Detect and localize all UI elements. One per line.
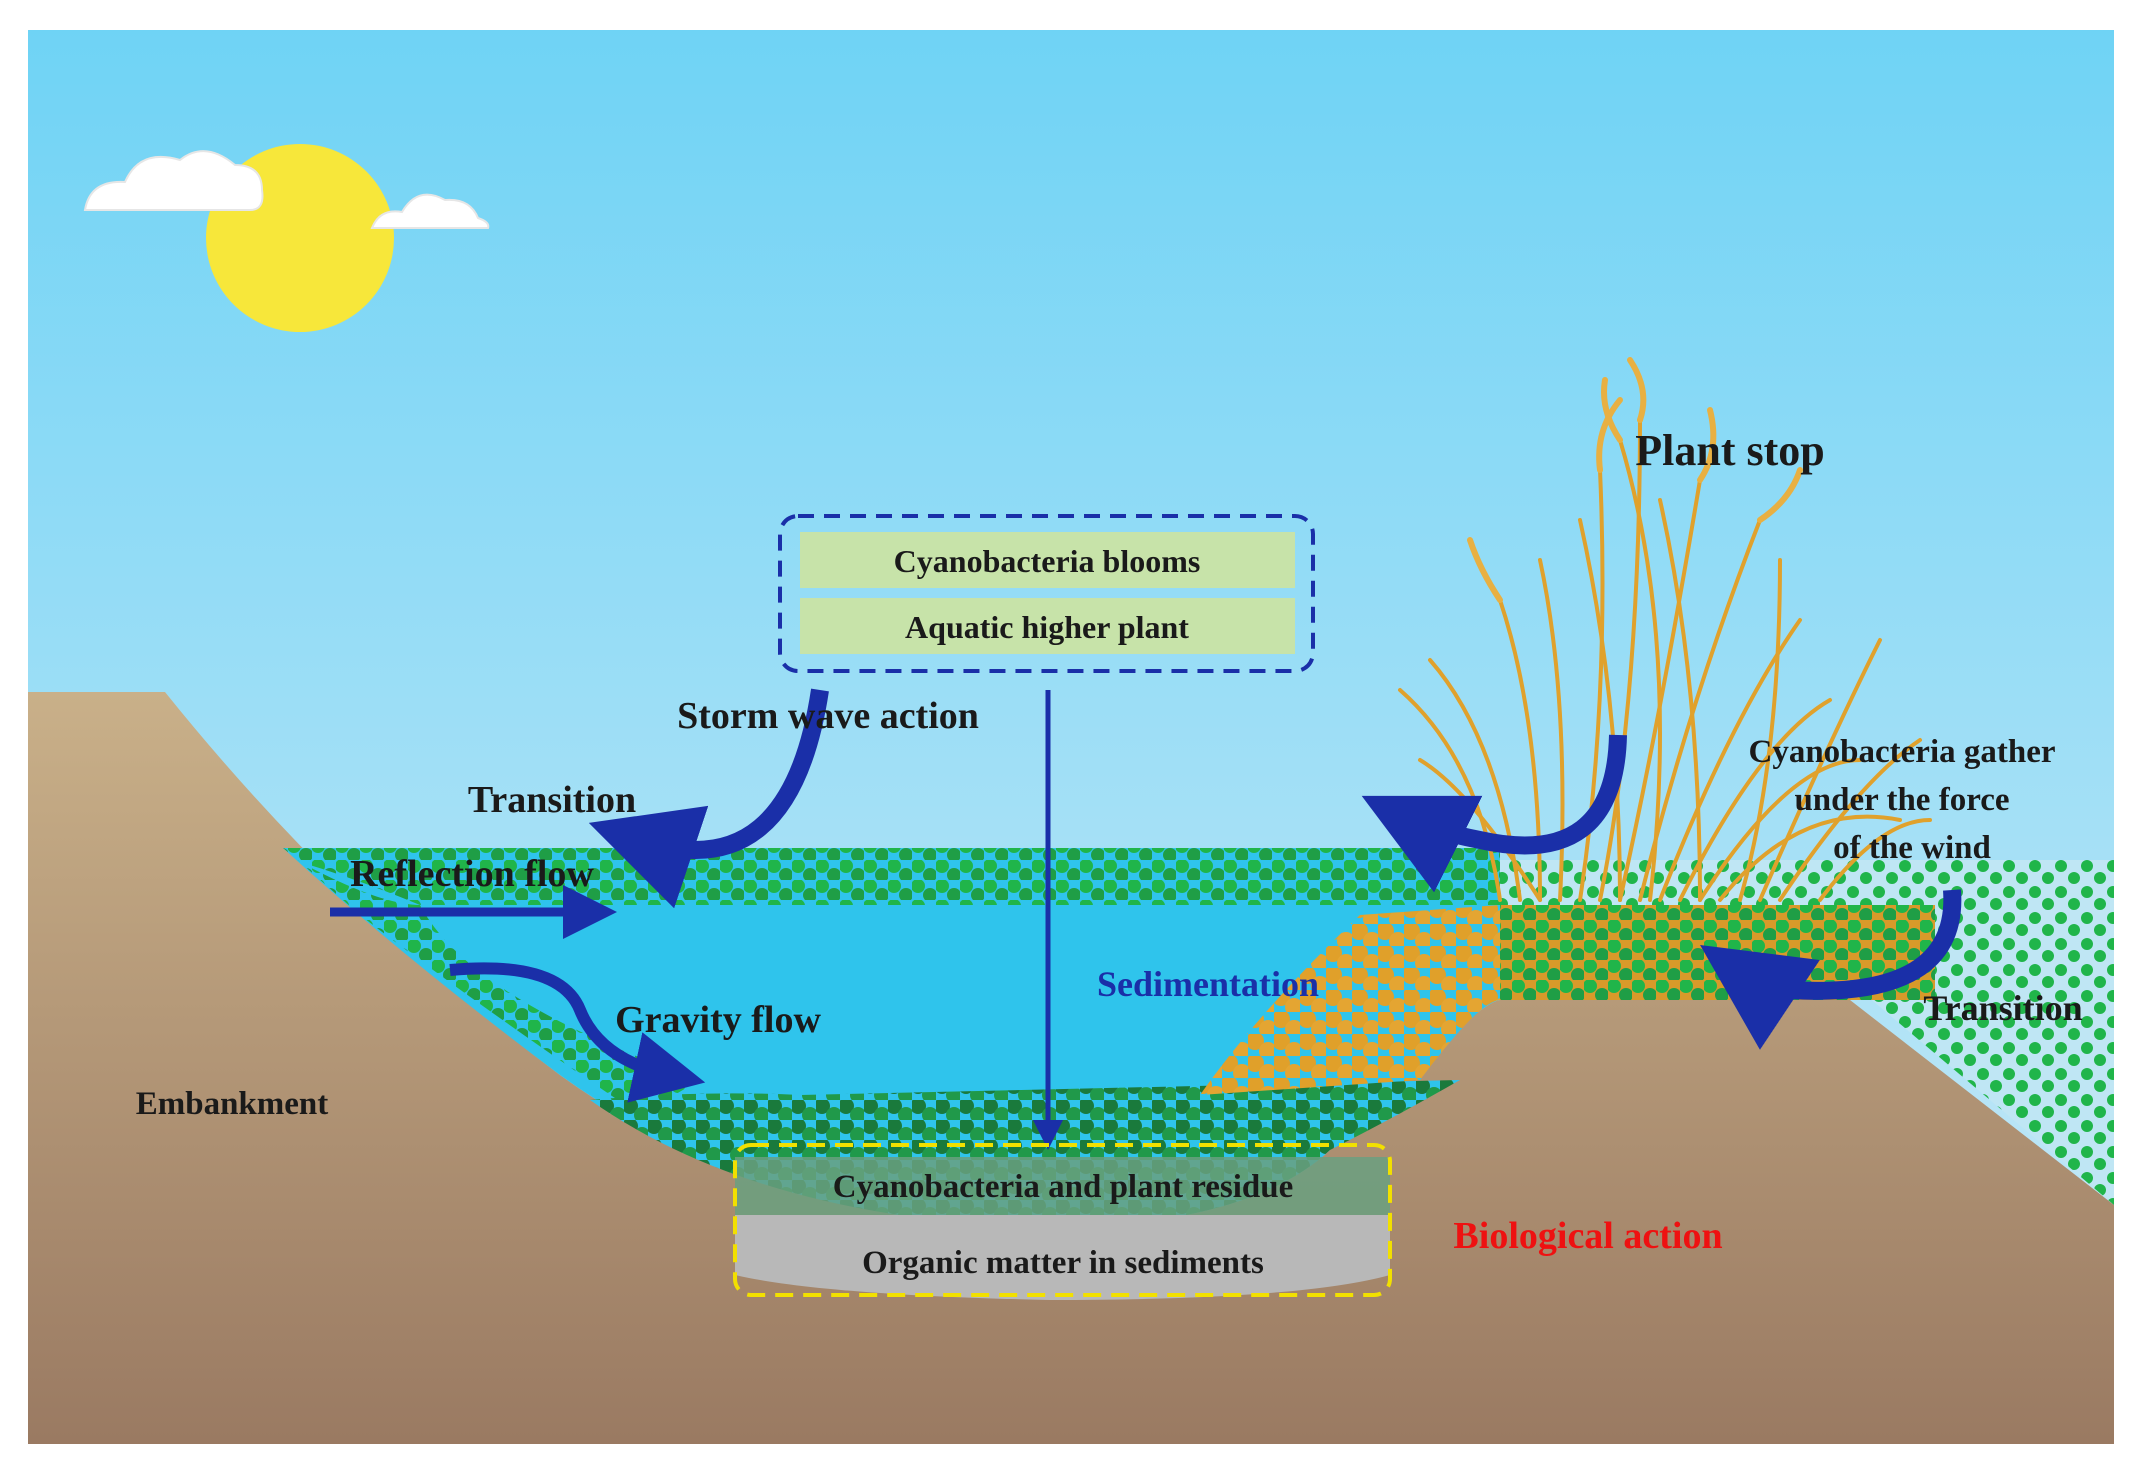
cloud-icon <box>83 150 264 211</box>
cyanobacteria-blooms-label: Cyanobacteria blooms <box>894 543 1201 579</box>
sedimentation-label: Sedimentation <box>1097 964 1319 1004</box>
cloud-icon <box>370 193 490 229</box>
transition-right-arrow <box>1700 889 1962 1050</box>
residue-label: Cyanobacteria and plant residue <box>833 1169 1294 1205</box>
embankment-ground <box>28 692 2114 1444</box>
transition-right-label: Transition <box>1923 988 2082 1028</box>
transition-left-label: Transition <box>468 779 636 821</box>
embankment-label: Embankment <box>136 1086 329 1122</box>
aquatic-plant-label: Aquatic higher plant <box>905 609 1189 645</box>
gather-label-line2: under the force <box>1794 782 2009 818</box>
reed-seedheads <box>1467 357 1803 603</box>
reed-plants <box>1398 418 1932 902</box>
biological-action-label: Biological action <box>1453 1215 1722 1257</box>
plant-stop-label: Plant stop <box>1635 426 1824 475</box>
residue-band <box>735 1157 1390 1215</box>
storm-wave-label: Storm wave action <box>677 695 979 737</box>
box-row-plant <box>800 598 1295 654</box>
slope-algae <box>300 862 700 1115</box>
source-box <box>778 514 1315 673</box>
reflection-flow-label: Reflection flow <box>350 853 594 895</box>
gravity-flow-arrow <box>449 962 706 1103</box>
box-row-blooms <box>800 532 1295 588</box>
sediment <box>735 1215 1390 1300</box>
storm-wave-arrow <box>588 688 829 909</box>
gravity-flow-label: Gravity flow <box>615 999 821 1041</box>
plant-stop-arrow <box>1361 734 1627 893</box>
gather-label-line1: Cyanobacteria gather <box>1748 734 2055 770</box>
gather-label-line3: of the wind <box>1833 830 1991 866</box>
sediment-box <box>733 1143 1392 1297</box>
orange-algae <box>1200 905 1500 1095</box>
organic-matter-label: Organic matter in sediments <box>862 1245 1264 1281</box>
